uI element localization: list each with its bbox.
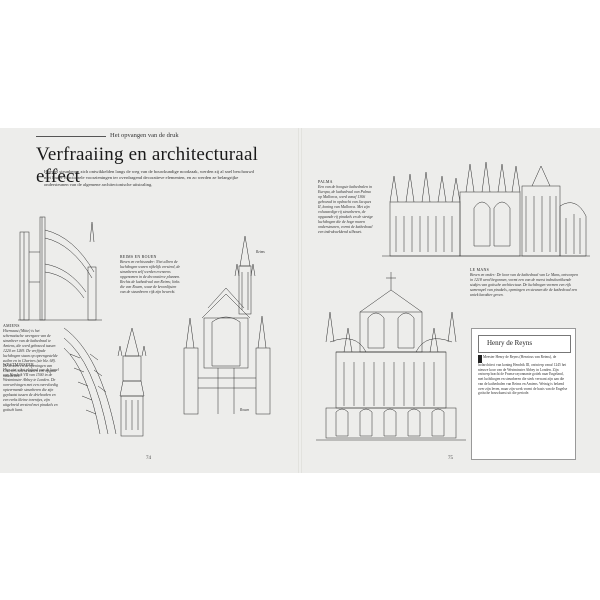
amiens-buttress-illustration — [18, 216, 102, 321]
book-gutter — [298, 128, 302, 473]
left-page: Het opvangen van de druk Verfraaiing en … — [0, 128, 300, 473]
palma-cathedral-illustration — [382, 161, 590, 257]
book-spread: Het opvangen van de druk Verfraaiing en … — [0, 128, 600, 473]
caption-westminster: Westminster Hier ziet u het plafond van … — [3, 363, 59, 413]
drop-cap — [478, 355, 482, 363]
caption-palma-heading: Palma — [318, 180, 333, 184]
caption-le-mans-text: Boven en onder: De koor van de kathedraa… — [470, 273, 579, 297]
page-title: Verfraaiing en architecturaal effect — [36, 144, 259, 187]
caption-amiens-text: Hiernaast (Mitte) is het schematische we… — [3, 329, 58, 378]
right-page: Palma Een van de hoogste kathedralen in … — [300, 128, 600, 473]
caption-reims-heading: Reims en Rouen — [120, 255, 157, 259]
page-number-right: 75 — [448, 456, 453, 461]
sidebar-box-title: Henry de Reyns — [487, 339, 533, 347]
caption-westminster-heading: Westminster — [3, 363, 34, 367]
reims-spire-illustration — [234, 235, 256, 315]
caption-westminster-text: Hier ziet u het plafond van de kapel van… — [3, 368, 59, 412]
kicker-rule — [36, 136, 106, 137]
westminster-vault-illustration — [63, 327, 117, 435]
pinnacle-tower-illustration — [117, 327, 147, 437]
caption-reims-text: Boven en rechtsonder: Niet alleen de luc… — [120, 260, 181, 294]
sidebar-box-henry-de-reyns: Henry de Reyns Meester Henry de Reyns (H… — [471, 328, 576, 460]
caption-palma: Palma Een van de hoogste kathedralen in … — [318, 180, 374, 235]
sidebar-box-header: Henry de Reyns — [478, 335, 571, 353]
caption-le-mans-heading: Le Mans — [470, 268, 490, 272]
page-number-left: 74 — [146, 456, 151, 461]
section-kicker: Het opvangen van de druk — [110, 132, 179, 139]
caption-reims-rouen: Reims en Rouen Boven en rechtsonder: Nie… — [120, 255, 182, 295]
caption-amiens-heading: Amiens — [3, 324, 20, 328]
le-mans-cathedral-illustration — [316, 272, 466, 441]
caption-palma-text: Een van de hoogste kathedralen in Europa… — [318, 185, 373, 234]
intro-paragraph: Hoewel steunberen zich ontwikkelden lang… — [44, 169, 254, 187]
caption-le-mans: Le Mans Boven en onder: De koor van de k… — [470, 268, 580, 298]
sidebar-box-text: Meester Henry de Reyns (Henricus van Rei… — [478, 355, 569, 396]
fig-label-rouen: Rouen — [240, 408, 250, 412]
sidebar-box-body: Meester Henry de Reyns (Henricus van Rei… — [478, 355, 568, 396]
rouen-gable-illustration — [183, 287, 271, 415]
caption-amiens: Amiens Hiernaast (Mitte) is het schemati… — [3, 324, 59, 379]
fig-label-reims: Reims — [256, 250, 265, 254]
